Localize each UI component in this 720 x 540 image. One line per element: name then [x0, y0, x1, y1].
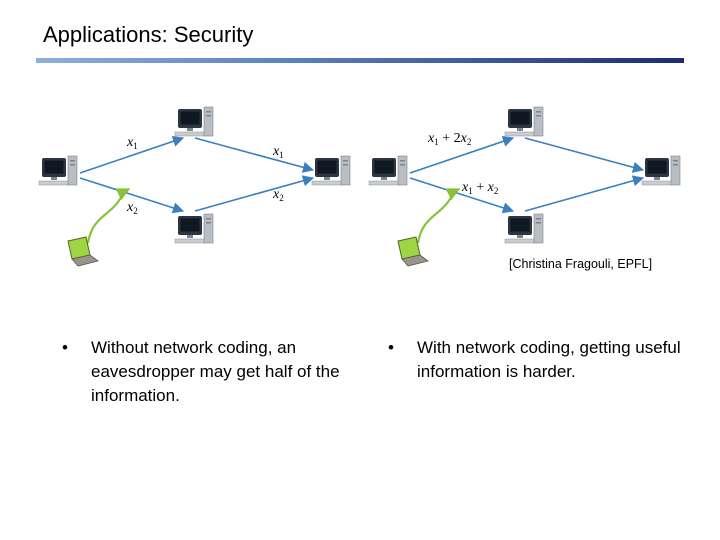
- edge-source-to-bottom: [79, 177, 185, 214]
- right-network: x1 + 2x2 x1 + x2: [368, 106, 681, 267]
- edge-source-to-top: [409, 135, 515, 174]
- computer-icon: [311, 155, 351, 186]
- citation: [Christina Fragouli, EPFL]: [509, 257, 653, 271]
- svg-text:x2: x2: [126, 200, 138, 216]
- network-diagram: x1 x2 x1 x2 x1 + 2x2 x1 + x2: [38, 106, 681, 267]
- edge-label-x2-right: x: [272, 187, 280, 202]
- edge-top-to-sink: [524, 137, 645, 173]
- edge-label-upper: x1 + 2x2: [427, 131, 471, 147]
- edge-bottom-to-sink: [194, 175, 315, 212]
- svg-text:x1: x1: [126, 135, 138, 151]
- bullet-right: • With network coding, getting useful in…: [388, 336, 688, 396]
- svg-text:x2: x2: [272, 187, 284, 203]
- computer-icon: [174, 106, 214, 137]
- edge-label-x2-lower: x: [126, 200, 134, 215]
- left-network: x1 x2 x1 x2: [38, 106, 351, 267]
- edge-label-x1-right: x: [272, 144, 280, 159]
- eavesdrop-tap: [416, 188, 461, 244]
- bullet-text: With network coding, getting useful info…: [417, 338, 681, 381]
- title-underline: [36, 58, 684, 63]
- edge-top-to-sink: [194, 137, 315, 173]
- bullet-text: Without network coding, an eavesdropper …: [91, 338, 340, 405]
- bullet-marker: •: [62, 338, 68, 357]
- computer-icon: [504, 213, 544, 244]
- computer-icon: [641, 155, 681, 186]
- computer-icon: [38, 155, 78, 186]
- edge-bottom-to-sink: [524, 175, 645, 212]
- computer-icon: [504, 106, 544, 137]
- eavesdrop-tap: [86, 188, 131, 244]
- slide-title: Applications: Security: [43, 22, 254, 47]
- edge-source-to-bottom: [409, 177, 515, 214]
- svg-text:x1: x1: [272, 144, 284, 160]
- edge-source-to-top: [79, 135, 185, 174]
- bullet-left: • Without network coding, an eavesdroppe…: [62, 336, 362, 416]
- bullet-marker: •: [388, 338, 394, 357]
- computer-icon: [174, 213, 214, 244]
- computer-icon: [368, 155, 408, 186]
- edge-label-x1-upper: x: [126, 135, 134, 150]
- edge-label-lower: x1 + x2: [461, 180, 498, 196]
- laptop-icon: [397, 236, 429, 267]
- laptop-icon: [67, 236, 99, 267]
